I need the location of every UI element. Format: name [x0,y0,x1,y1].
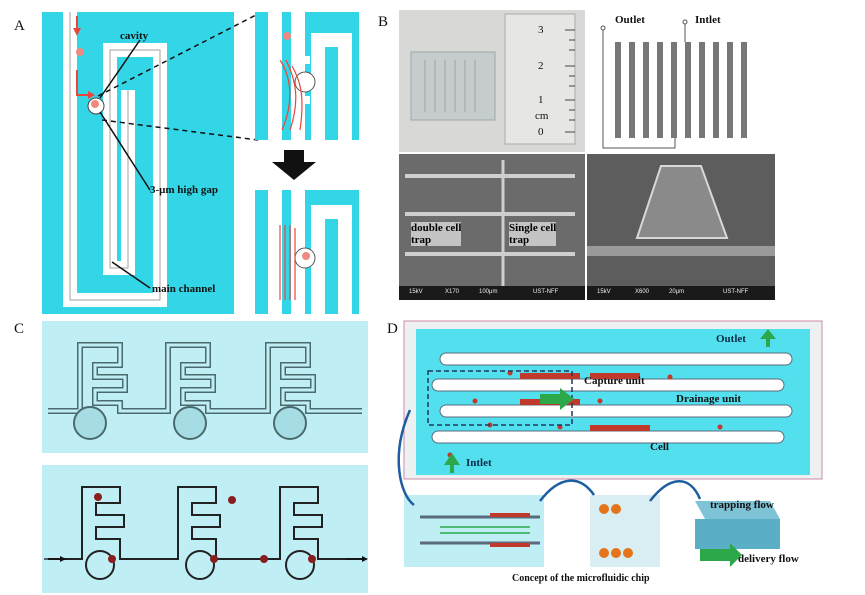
label-delivery-flow: delivery flow [738,553,799,565]
sem2-ledge [587,246,775,256]
sem2-mag: X600 [635,289,649,295]
inlet-port [683,20,687,24]
panel-a-illustration [0,0,380,315]
label-double-trap: double cell trap [411,222,461,246]
label-cell: Cell [650,441,669,453]
label-drainage-unit: Drainage unit [676,393,741,405]
trapped-cell [302,252,310,260]
label-single-trap: Single cell trap [509,222,556,246]
sem1-mag: X170 [445,289,459,295]
label-cavity: cavity [120,30,148,42]
panel-b: B [375,0,855,305]
ruler-unit: cm [535,110,548,122]
sem1-scale: 100μm [479,289,497,295]
panel-a: A cavity [0,0,380,315]
zoom-cell [283,32,291,40]
3d-trap-2 [174,407,206,439]
connector-2 [540,481,594,501]
zoom-detail-1 [404,495,544,567]
down-arrow-icon [272,150,316,180]
label-d-inlet: Intlet [466,457,492,469]
chip-body [411,52,495,120]
panel-c: C [0,315,380,595]
label-trapping-flow: trapping flow [710,499,774,511]
ruler-num-3: 3 [538,24,544,36]
sem2-kv: 15kV [597,289,611,295]
outlet-port [601,26,605,30]
ruler-num-0: 0 [538,126,544,138]
label-main-channel: main channel [152,283,215,295]
label-outlet: Outlet [615,14,645,26]
3d-trap-1 [74,407,106,439]
panel-c-illustration [0,315,380,595]
cell-dot-2 [76,48,84,56]
label-gap: 3-μm high gap [150,184,218,196]
label-d-outlet: Outlet [716,333,746,345]
panel-d: D [380,315,865,595]
label-capture-unit: Capture unit [584,375,645,387]
sem1-lab: UST-NFF [533,289,558,295]
2d-schematic-background [42,465,368,593]
label-inlet: Intlet [695,14,721,26]
sem1-kv: 15kV [409,289,423,295]
ruler-num-2: 2 [538,60,544,72]
panel-b-illustration [375,0,855,305]
sem2-lab: UST-NFF [723,289,748,295]
zoom-cavity [295,72,315,92]
3d-trap-3 [274,407,306,439]
trapping-block [695,519,780,549]
figure-caption: Concept of the microfluidic chip [512,573,650,584]
sem2-scale: 20μm [669,289,684,295]
ruler-num-1: 1 [538,94,544,106]
cell-dot [91,100,99,108]
